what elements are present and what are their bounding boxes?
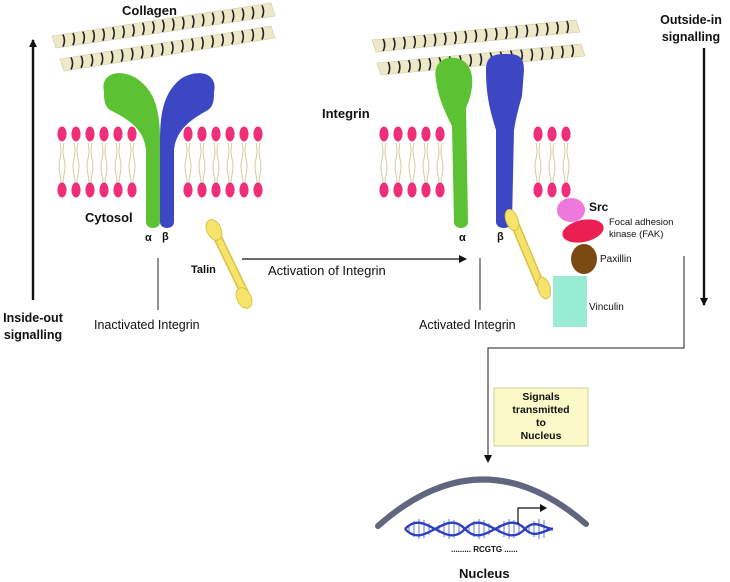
beta-label-right: β <box>497 231 504 243</box>
outside-in-line1: Outside-in <box>660 13 722 27</box>
fak-label-line2: kinase (FAK) <box>609 229 664 240</box>
signals-box-text: Signals transmitted to Nucleus <box>494 391 588 443</box>
outside-in-label: Outside-in signalling <box>652 12 730 46</box>
alpha-label-right: α <box>459 232 466 244</box>
dna-sequence-label: ......... RCGTG ...... <box>451 545 518 554</box>
paxillin-protein <box>571 244 597 274</box>
signals-box <box>493 387 589 447</box>
collagen-label: Collagen <box>122 3 177 18</box>
activated-integrin-label: Activated Integrin <box>419 318 516 332</box>
inside-out-line1: Inside-out <box>3 311 63 325</box>
transcription-start-arrow <box>517 504 547 524</box>
alpha-label-left: α <box>145 232 152 244</box>
dna-helix <box>404 519 554 539</box>
inside-out-label: Inside-out signalling <box>0 310 66 344</box>
signals-line1: Signals <box>522 391 560 403</box>
vinculin-protein <box>553 276 587 327</box>
src-label: Src <box>589 200 609 214</box>
signal-path-line <box>484 256 685 463</box>
signals-line3: to <box>536 417 546 429</box>
outside-in-line2: signalling <box>661 30 721 44</box>
signals-line2: transmitted <box>512 404 570 416</box>
src-protein <box>557 198 585 222</box>
talin-label: Talin <box>191 264 216 276</box>
integrin-label: Integrin <box>322 106 370 121</box>
inactivated-integrin-label: Inactivated Integrin <box>94 318 200 332</box>
paxillin-label: Paxillin <box>600 254 632 265</box>
signals-line4: Nucleus <box>520 430 562 442</box>
talin-right <box>504 208 551 300</box>
beta-subunit-inactive <box>160 73 215 228</box>
inside-out-line2: signalling <box>3 328 63 342</box>
active-integrin <box>435 54 524 229</box>
alpha-subunit-inactive <box>103 73 160 228</box>
alpha-subunit-active <box>435 57 473 229</box>
fak-protein <box>562 219 604 243</box>
vinculin-label: Vinculin <box>589 302 624 313</box>
beta-subunit-active <box>486 54 524 228</box>
talin-left <box>205 219 253 309</box>
activation-label: Activation of Integrin <box>268 263 386 278</box>
collagen-fibers-right <box>371 19 586 76</box>
nuclear-envelope <box>375 476 589 529</box>
cytosol-label: Cytosol <box>85 210 133 225</box>
inactive-integrin <box>103 73 215 228</box>
beta-label-left: β <box>162 231 169 243</box>
right-lipid-bilayer <box>379 126 571 198</box>
nucleus-label: Nucleus <box>459 566 510 581</box>
left-lipid-bilayer <box>57 126 263 198</box>
collagen-fibers-left <box>51 2 276 72</box>
fak-label-line1: Focal adhesion <box>609 217 674 228</box>
